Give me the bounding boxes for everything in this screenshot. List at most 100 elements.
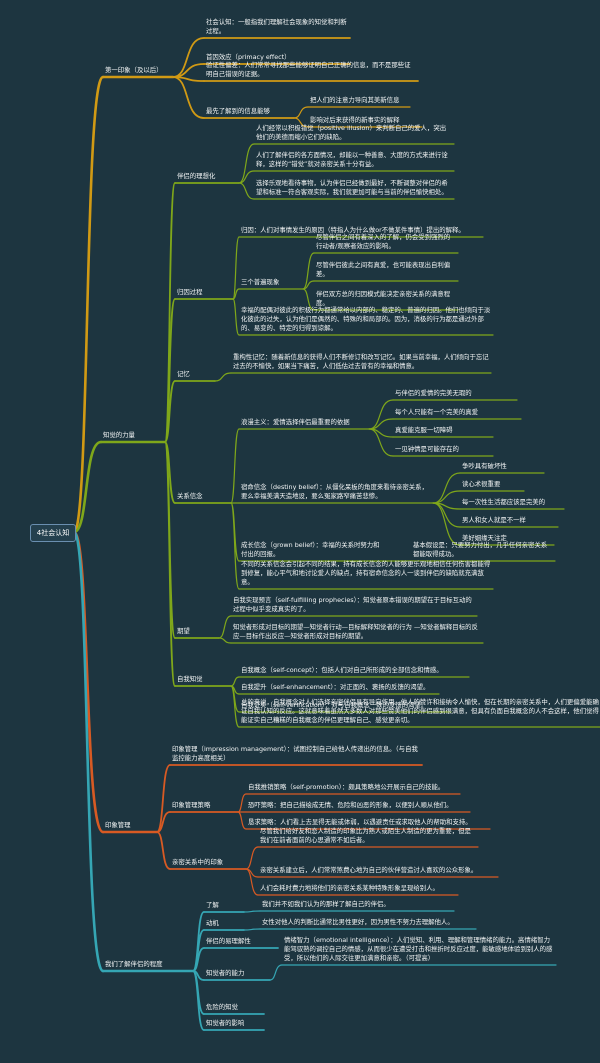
node-3-1[interactable]: 动机 [206, 919, 219, 927]
node-3-0-0[interactable]: 我们并不如我们认为的那样了解自己的伴侣。 [262, 900, 390, 908]
link-1-2 [164, 380, 176, 443]
node-2-2-1[interactable]: 亲密关系建立后，人们常常煞费心地为自己的伙伴营造讨人喜欢的公众形象。 [260, 866, 478, 874]
node-1-4-0[interactable]: 自我实现预言（self-fulfilling prophecies）：知觉者原本… [233, 596, 472, 613]
node-1-5-0[interactable]: 自我概念（self-concept）：包括人们对自己所形成的全部信念和情感。 [241, 666, 443, 674]
node-3-4[interactable]: 危险的知觉 [206, 1003, 238, 1011]
link-0-3-1 [293, 117, 309, 128]
link-0 [72, 75, 105, 534]
node-1-1-1[interactable]: 三个普遍现象 [241, 278, 280, 286]
link-1 [72, 440, 103, 534]
link-1-3-0 [230, 428, 240, 504]
link-3 [72, 530, 105, 973]
node-1-0-2[interactable]: 选择乐观地看待事物，认为伴侣已经做到最好，不断调整对伴侣的希望和标准一符合客观实… [256, 179, 448, 196]
node-1-3-2-0[interactable]: 基本假设是：只要努力付出，几乎任何亲密关系都能取得成功。 [413, 541, 548, 558]
node-0-3[interactable]: 最先了解到的信息能够 [206, 107, 270, 115]
node-1-3-2[interactable]: 成长信念（grown belief）：幸福的关系时努力和付出的回报。 [241, 541, 380, 558]
node-3[interactable]: 我们了解伴侣的程度 [105, 960, 163, 968]
node-1-2-0[interactable]: 重构性记忆：随着新信息的获得人们不断修订和改写记忆。如果当前幸福，人们倾向于忘记… [233, 353, 489, 370]
node-1[interactable]: 知觉的力量 [103, 431, 135, 439]
node-1-0-1[interactable]: 人们了解伴侣的各方面情况，却能以一种善意、大度的方式来进行诠释，这样的“错觉”就… [256, 151, 448, 168]
link-0-3 [172, 76, 205, 119]
link-1-4-0 [218, 615, 232, 639]
node-1-1-2[interactable]: 幸福的配偶对彼此的积极行为都通常给以内部的、稳定的、普遍的归因。他们也倾向于淡化… [241, 306, 491, 332]
node-1-5[interactable]: 自我知觉 [177, 675, 203, 683]
node-1-0[interactable]: 伴侣的理想化 [177, 172, 216, 180]
node-2-0[interactable]: 印象管理（impression management）：试图控制自己给他人传递出… [172, 745, 418, 762]
node-1-1-1-1[interactable]: 尽管伴侣彼此之间有真爱，也可能表现出自利偏差。 [316, 261, 451, 278]
node-1-3-1-3[interactable]: 男人和女人就是不一样 [462, 516, 526, 524]
node-2-1-1[interactable]: 恐吓策略：把自己描绘成无情、危险和凶恶的形象，以便别人顺从他们。 [248, 801, 453, 809]
link-1-1-1 [232, 288, 240, 300]
node-1-3-1-2[interactable]: 每一次性生活都应该是完美的 [462, 498, 546, 506]
link-3-1-0 [243, 928, 261, 931]
link-1-3-0-0 [368, 399, 394, 430]
node-3-3-0[interactable]: 情绪智力（emotional intelligence）：人们觉知、利用、理解和… [284, 936, 553, 962]
link-1-0-0 [238, 143, 255, 184]
node-1-0-0[interactable]: 人们经常以积极错觉（positive illusion）来判断自己的爱人，突出他… [256, 124, 447, 141]
node-1-1-1-2[interactable]: 伴侣双方总的归因模式能决定亲密关系的满意程度。 [316, 290, 451, 307]
node-3-5[interactable]: 知觉者的影响 [206, 1019, 245, 1027]
node-2-1-0[interactable]: 自我推销策略（self-promotion）：颇具策略地公开展示自己的技能。 [248, 783, 445, 791]
node-1-1-0[interactable]: 归因：人们对事情发生的原因（特指人为什么做or不做某件事情）提出的解释。 [241, 226, 465, 234]
node-1-3-0[interactable]: 浪漫主义：爱情选择伴侣最重要的依据 [241, 418, 350, 426]
link-2-1-2 [237, 811, 247, 830]
node-1-3-0-2[interactable]: 真爱能克服一切障碍 [395, 426, 453, 434]
node-0-3-1[interactable]: 影响对后来获得的新事实的解释 [310, 116, 400, 124]
link-1-5-3 [230, 685, 240, 728]
root-node[interactable]: 4社会认知 [30, 524, 76, 542]
link-3-5 [192, 970, 205, 1031]
node-1-3-1-0[interactable]: 争吵具有破坏性 [462, 462, 507, 470]
link-1-1-1-2 [302, 288, 315, 311]
link-2-2 [156, 831, 171, 870]
node-3-1-0[interactable]: 女性对他人的判断比通常比男性更好，因为男性不努力去理解他人。 [262, 918, 454, 926]
node-1-3-1-4[interactable]: 美好姻缘天注定 [462, 534, 507, 542]
node-1-3-0-1[interactable]: 每个人只能有一个完美的真爱 [395, 408, 479, 416]
node-1-3[interactable]: 关系信念 [177, 492, 203, 500]
node-0[interactable]: 第一印象（及以后） [105, 66, 163, 74]
node-2[interactable]: 印象管理 [105, 821, 131, 829]
link-1-0-2 [238, 182, 255, 200]
link-1-1-2 [232, 298, 240, 336]
link-3-0-0 [243, 910, 261, 913]
node-2-2-2[interactable]: 人们会耗时费力地将他们的亲密关系某种特殊形象呈现给别人。 [260, 884, 439, 892]
node-2-1-2[interactable]: 恳求策略：人们看上去显得无能或体弱，以遇避责任或求取他人的帮助和支持。 [248, 818, 472, 826]
link-1-5 [164, 441, 176, 687]
node-1-4[interactable]: 期望 [177, 627, 190, 635]
link-1-1-0 [232, 236, 240, 300]
node-1-5-3[interactable]: 总的来说，自我概念对人们选择亲密伴侣具有导向作用。他人的赞许和接纳令人愉快，但在… [241, 698, 599, 724]
node-0-1[interactable]: 首因效应（primacy effect） [206, 53, 291, 61]
node-3-0[interactable]: 了解 [206, 901, 219, 909]
node-1-3-3[interactable]: 不同的关系信念会引起不同的结果，持有成长信念的人能够更乐观地相信任何伤害都能得到… [241, 560, 491, 586]
node-3-2[interactable]: 伴侣的易理解性 [206, 937, 251, 945]
node-0-3-0[interactable]: 把人们的注意力导向其美新信息 [310, 96, 400, 104]
node-2-2[interactable]: 亲密关系中的印象 [172, 858, 224, 866]
link-3-3-0 [269, 964, 283, 981]
link-2-2-0 [245, 846, 259, 870]
node-1-3-1[interactable]: 宿命信念（destiny belief）：从僵化呆板的角度来看待亲密关系，要么幸… [241, 483, 428, 500]
node-1-5-1[interactable]: 自我提升（self-enhancement）：对正面的、褒扬的反馈的渴望。 [241, 683, 430, 691]
link-1-1-1-0 [302, 252, 315, 290]
node-2-1[interactable]: 印象管理策略 [172, 801, 211, 809]
link-1-3-0-3 [368, 428, 394, 457]
node-1-3-0-3[interactable]: 一见钟情是可能存在的 [395, 445, 459, 453]
link-1-3-1-4 [432, 502, 461, 546]
node-2-2-0[interactable]: 尽管我们给好友和恋人制造的印象比为熟人或陌生人制造的更为重要，但是我们在前者面前… [260, 827, 471, 844]
node-1-1[interactable]: 归因过程 [177, 288, 203, 296]
node-1-1-1-0[interactable]: 尽管伴侣之间有着深入的了解，仍会受到强烈的行动者/观察者效应的影响。 [316, 233, 451, 250]
node-3-3[interactable]: 知觉者的能力 [206, 969, 245, 977]
link-2-2-2 [245, 868, 259, 896]
link-1-3-3 [230, 502, 240, 590]
node-0-2[interactable]: 验证性偏差：人们常常寻找那些能够证明自己正确的信息，而不是那些证明自己错误的证据… [206, 61, 411, 78]
node-1-3-0-0[interactable]: 与伴侣的爱情的完美无瑕的 [395, 389, 472, 397]
node-0-0[interactable]: 社会认知：一般指我们理解社会现象的知觉和判断过程。 [206, 18, 347, 35]
link-1-4-1 [218, 637, 232, 644]
link-1-3-1-0 [432, 472, 461, 504]
node-1-3-1-1[interactable]: 读心术很重要 [462, 480, 501, 488]
node-1-2[interactable]: 记忆 [177, 370, 190, 378]
node-1-4-1[interactable]: 知觉者形成对目标的期望—知觉者行动—目标解释知觉者的行为 —知觉者解释目标的反应… [233, 623, 478, 640]
node-1-5-2[interactable]: 自我证实（self-verification）：对与自我概念一致的反馈的渴望。 [241, 701, 428, 709]
link-1-2-0 [214, 372, 232, 382]
link-2-1 [156, 811, 171, 833]
